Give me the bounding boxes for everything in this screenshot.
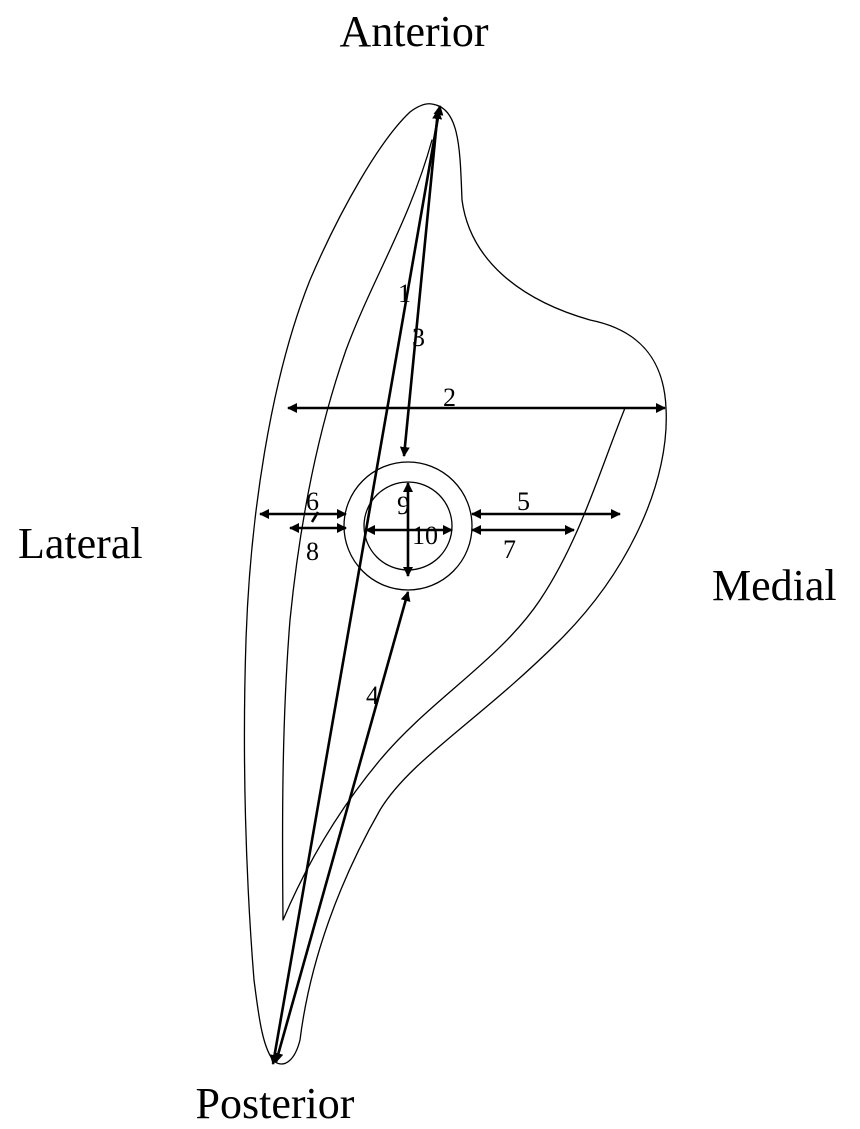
measure-label-7: 7 [503, 535, 516, 564]
measure-label-4: 4 [366, 681, 379, 710]
measure-6-tick [310, 511, 320, 523]
outer-outline [243, 103, 667, 1065]
measure-label-5: 5 [517, 487, 530, 516]
measure-label-9: 9 [397, 491, 410, 520]
measure-label-10: 10 [412, 521, 438, 550]
lateral-label: Lateral [18, 519, 143, 568]
measure-label-2: 2 [443, 383, 456, 412]
measure-line-3 [399, 109, 443, 457]
measure-line-4 [273, 591, 411, 1063]
medial-label: Medial [712, 561, 837, 610]
measure-line-1 [269, 105, 444, 1065]
measure-label-8: 8 [306, 537, 319, 566]
anterior-label: Anterior [339, 7, 488, 56]
measure-label-1: 1 [398, 279, 411, 308]
posterior-label: Posterior [196, 1079, 355, 1128]
measure-label-3: 3 [412, 323, 425, 352]
measure-label-6: 6 [306, 487, 319, 516]
